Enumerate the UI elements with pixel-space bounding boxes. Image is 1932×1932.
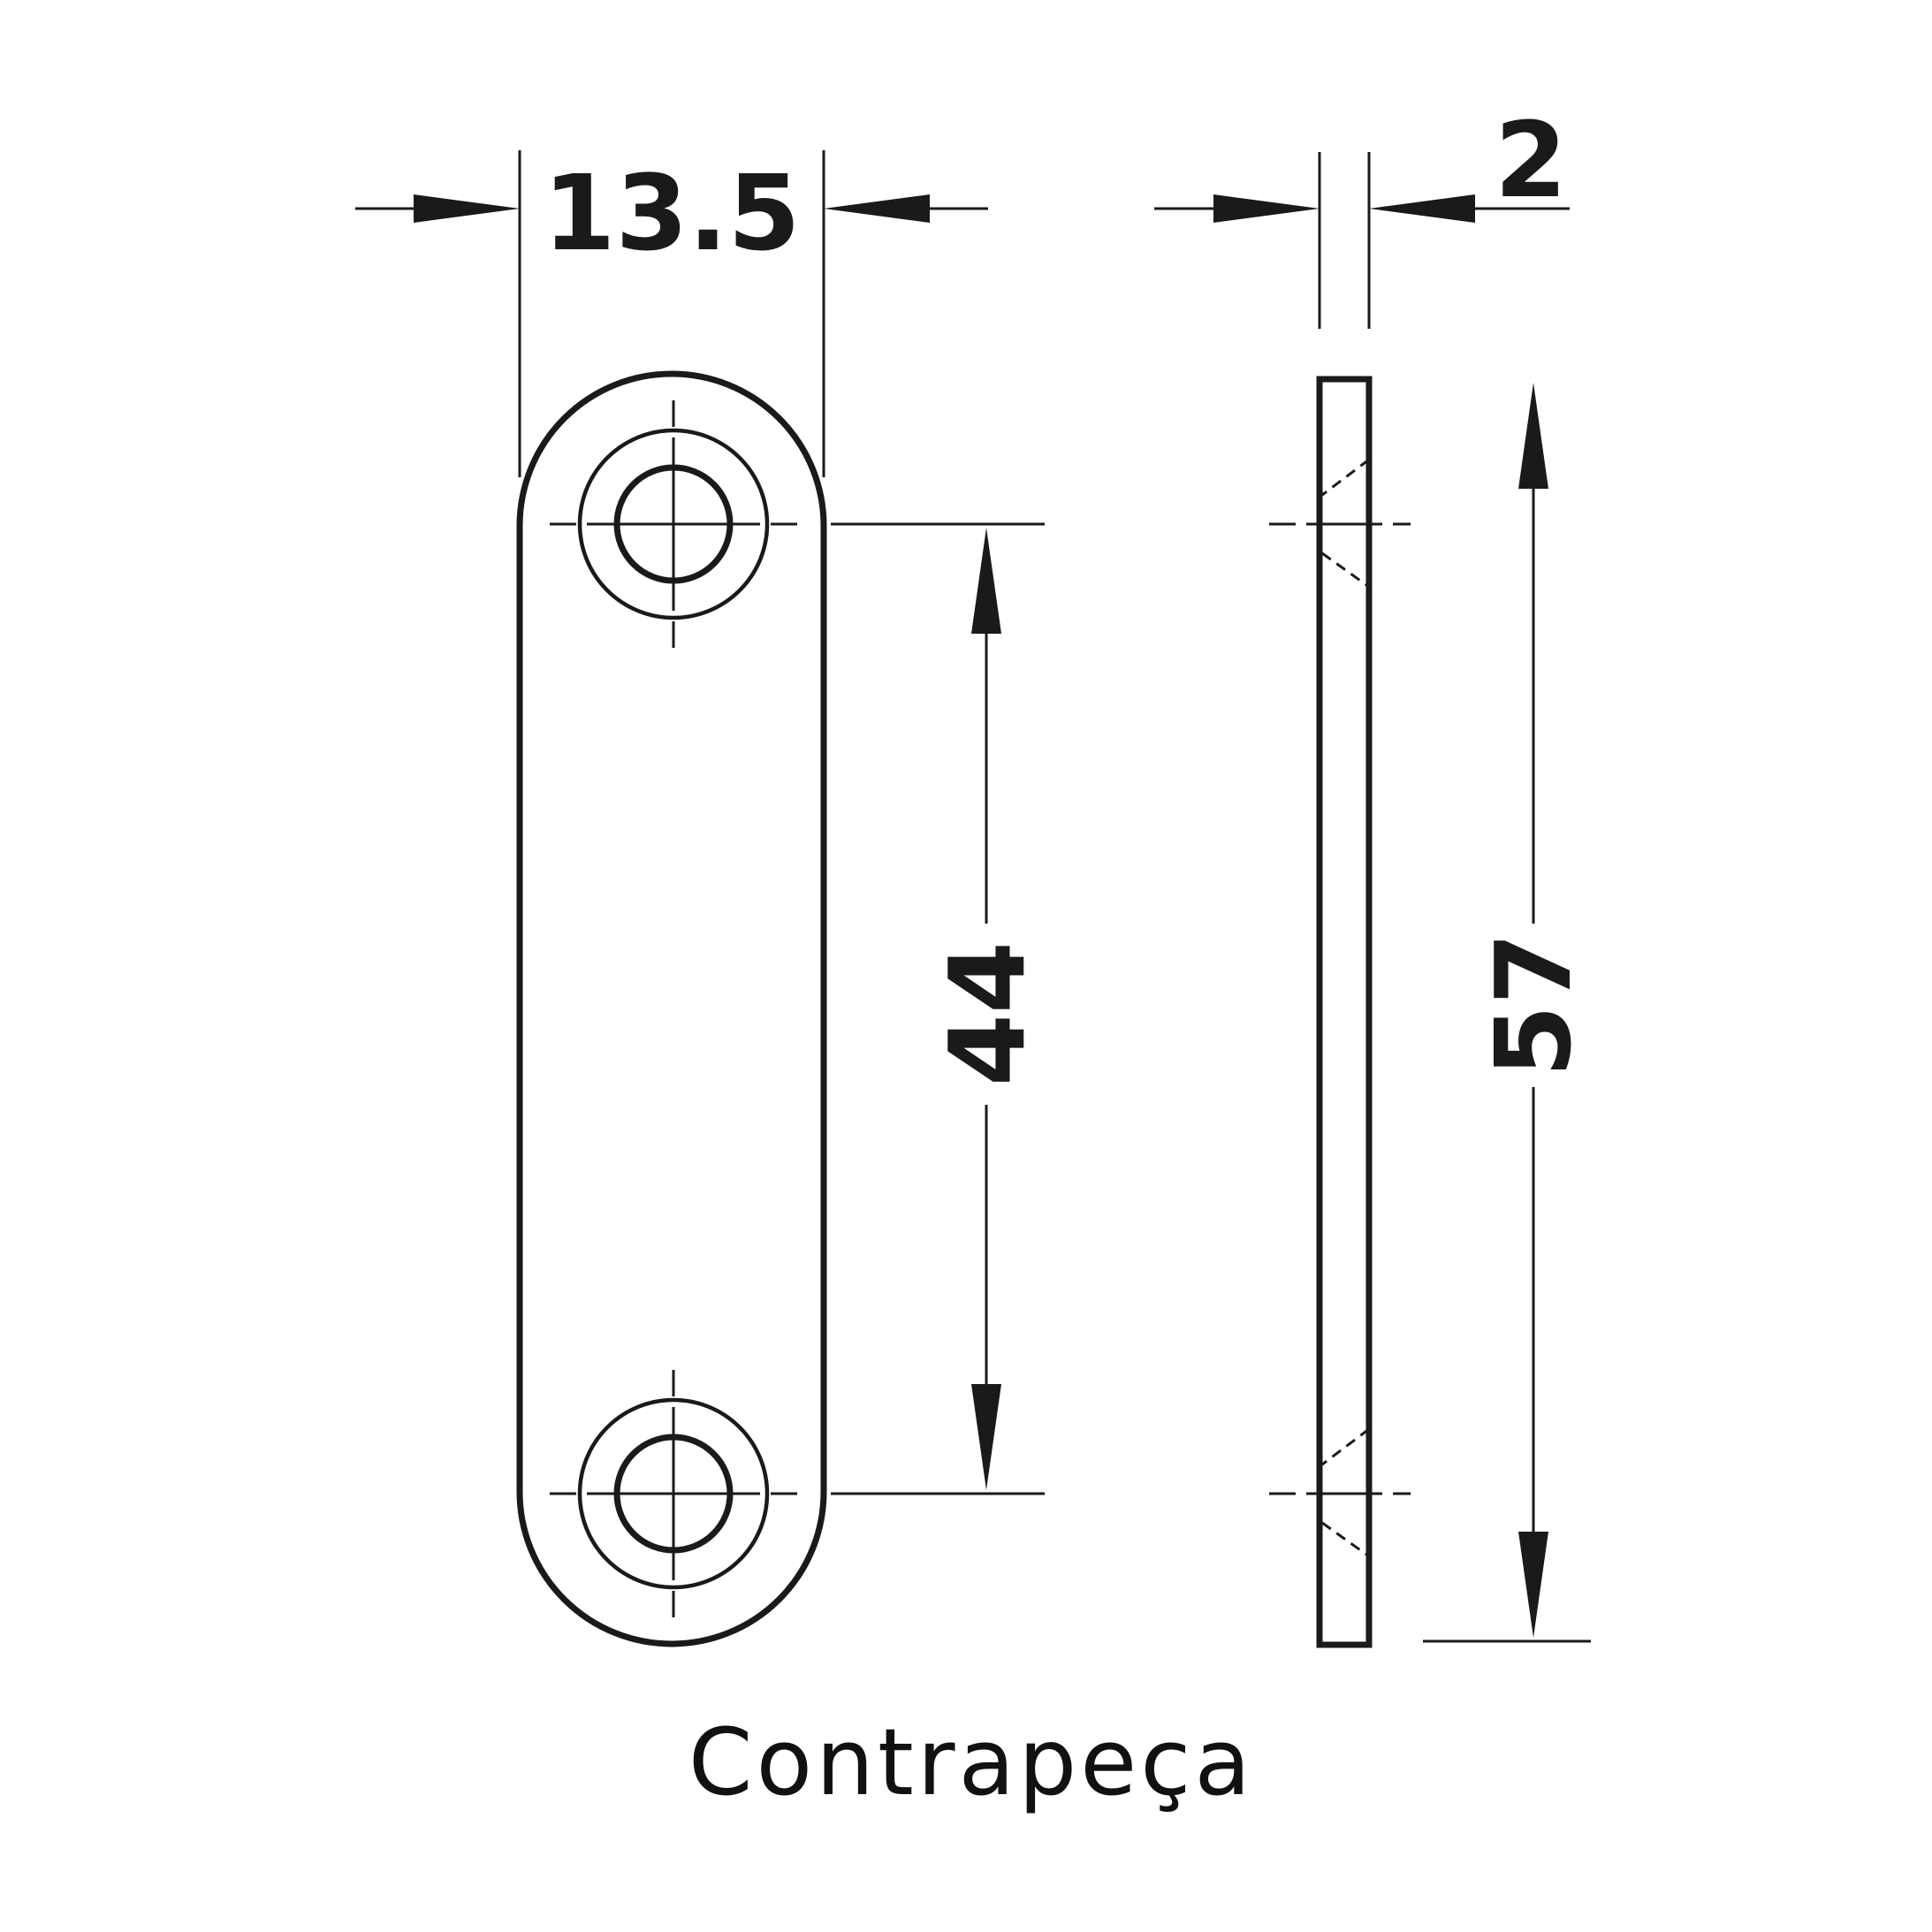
width-arrow-left (414, 194, 520, 223)
length-arrow-top (1518, 383, 1548, 489)
thickness-label: 2 (1495, 99, 1567, 221)
side-hidden-line-1 (1321, 458, 1370, 497)
length-arrow-bottom (1518, 1532, 1548, 1638)
side-view: 2 57 (1154, 99, 1594, 1648)
length-dimension: 57 (1423, 383, 1594, 1643)
side-hidden-line-4 (1321, 1521, 1370, 1558)
spacing-arrow-top (971, 528, 1001, 634)
top-hole-countersink (577, 428, 770, 620)
side-plate-outline (1316, 376, 1373, 1648)
spacing-label: 44 (926, 941, 1048, 1086)
top-hole (550, 400, 797, 648)
side-hidden-line-3 (1321, 1427, 1370, 1466)
width-dimension: 13.5 (355, 150, 988, 477)
width-label: 13.5 (543, 152, 800, 274)
thickness-arrow-left (1213, 194, 1320, 223)
thickness-dimension: 2 (1154, 99, 1570, 329)
bottom-hole (550, 1370, 797, 1617)
hole-spacing-dimension: 44 (831, 522, 1048, 1495)
spacing-arrow-bottom (971, 1384, 1001, 1490)
caption: Contrapeça (688, 1708, 1254, 1816)
width-arrow-right (824, 194, 930, 223)
thickness-arrow-right (1369, 194, 1475, 223)
front-view: 13.5 44 (355, 150, 1048, 1647)
plate-outline (516, 370, 827, 1647)
length-label: 57 (1472, 932, 1594, 1077)
side-hidden-line-2 (1321, 551, 1370, 589)
bottom-hole-countersink (577, 1397, 770, 1590)
